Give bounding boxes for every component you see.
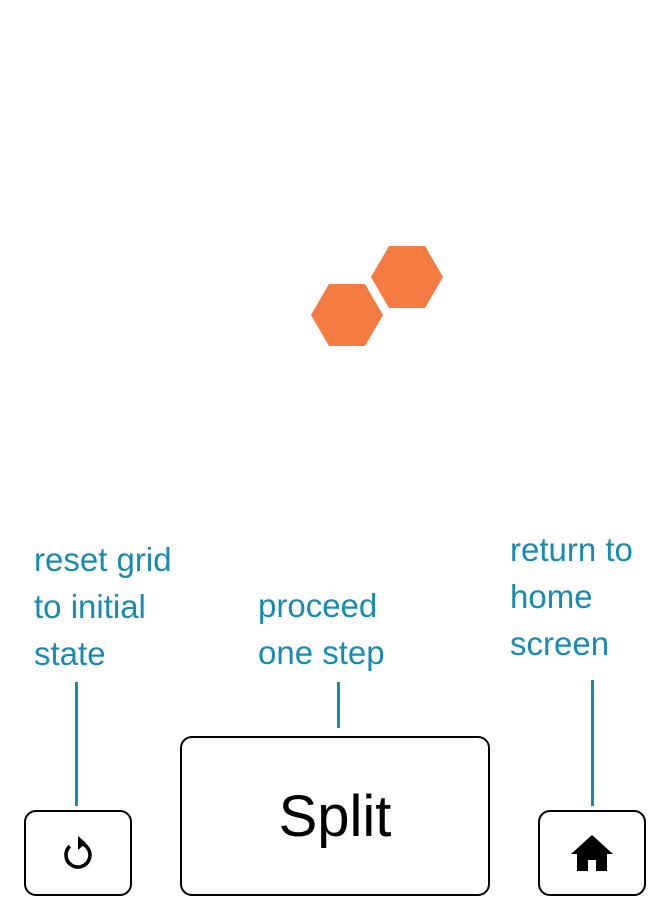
home-annotation: return to home screen (510, 531, 633, 662)
split-leader-line (337, 682, 340, 728)
reset-icon (58, 833, 98, 873)
home-leader-line (591, 680, 594, 806)
hex-cell-2 (371, 246, 443, 308)
split-button[interactable]: Split (180, 736, 490, 896)
reset-leader-line (75, 682, 78, 806)
hex-grid (311, 246, 443, 346)
hex-cell-1 (311, 284, 383, 346)
split-button-label: Split (278, 783, 392, 849)
home-icon (569, 833, 615, 873)
home-button[interactable] (538, 810, 646, 896)
split-annotation: proceed one step (258, 587, 385, 671)
reset-button[interactable] (24, 810, 132, 896)
reset-annotation: reset grid to initial state (34, 541, 172, 672)
